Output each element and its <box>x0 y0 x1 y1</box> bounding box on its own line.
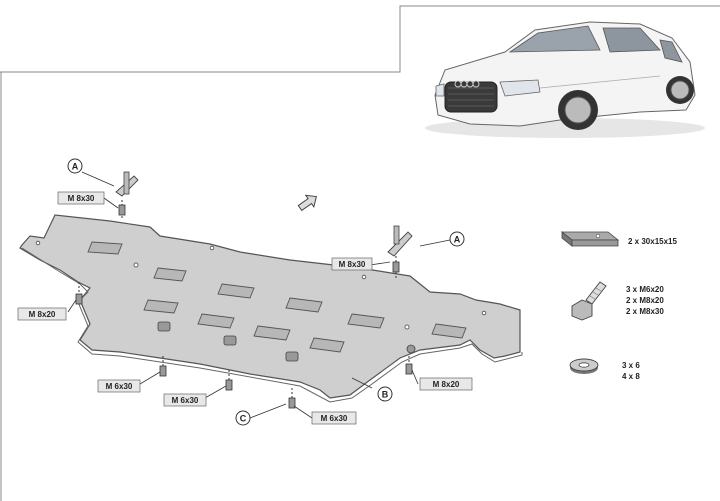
parts-washer: 3 x 6 4 x 8 <box>569 358 640 381</box>
svg-text:C: C <box>240 414 247 424</box>
callout-a-right: A <box>449 231 465 247</box>
svg-text:A: A <box>72 162 79 172</box>
bolt-label-bottom-left: M 6x30 <box>97 379 141 393</box>
svg-text:M 8x30: M 8x30 <box>68 194 95 203</box>
frame-line <box>0 5 720 73</box>
bolt-guides <box>78 282 410 398</box>
svg-text:M 6x30: M 6x30 <box>321 414 348 423</box>
svg-text:A: A <box>454 235 461 245</box>
car-photo <box>425 21 705 138</box>
svg-text:2 x M8x20: 2 x M8x20 <box>626 296 664 305</box>
svg-text:M 6x30: M 6x30 <box>106 382 133 391</box>
bracket-a-right <box>387 225 413 278</box>
svg-text:2 x M8x30: 2 x M8x30 <box>626 307 664 316</box>
svg-text:M 6x30: M 6x30 <box>172 396 199 405</box>
svg-text:B: B <box>382 390 389 400</box>
callout-b: B <box>377 386 393 402</box>
svg-text:4 x 8: 4 x 8 <box>622 372 640 381</box>
bolt-label-top-left: M 8x30 <box>57 191 105 205</box>
svg-text:M 8x30: M 8x30 <box>339 260 366 269</box>
bolt-label-left: M 8x20 <box>17 307 67 321</box>
svg-text:2 x 30x15x15: 2 x 30x15x15 <box>628 237 677 246</box>
callout-c: C <box>235 410 251 426</box>
direction-arrow-icon <box>297 194 318 212</box>
parts-plate: 2 x 30x15x15 <box>560 231 677 247</box>
callout-a-top-left: A <box>67 158 83 174</box>
parts-bolt: 3 x M6x20 2 x M8x20 2 x M8x30 <box>571 281 664 321</box>
svg-text:3 x 6: 3 x 6 <box>622 361 640 370</box>
svg-text:M 8x20: M 8x20 <box>433 380 460 389</box>
bolt-label-bottom-center: M 6x30 <box>311 411 357 425</box>
bolt-label-right: M 8x20 <box>419 377 473 391</box>
skid-plate <box>19 214 523 403</box>
bolt-label-top-center: M 8x30 <box>331 257 373 271</box>
bolt-markers <box>75 293 413 409</box>
bracket-a-left <box>115 171 139 218</box>
svg-text:3 x M6x20: 3 x M6x20 <box>626 285 664 294</box>
svg-text:M 8x20: M 8x20 <box>29 310 56 319</box>
leader-lines <box>67 171 451 419</box>
bolt-label-bottom-mid: M 6x30 <box>163 393 207 407</box>
